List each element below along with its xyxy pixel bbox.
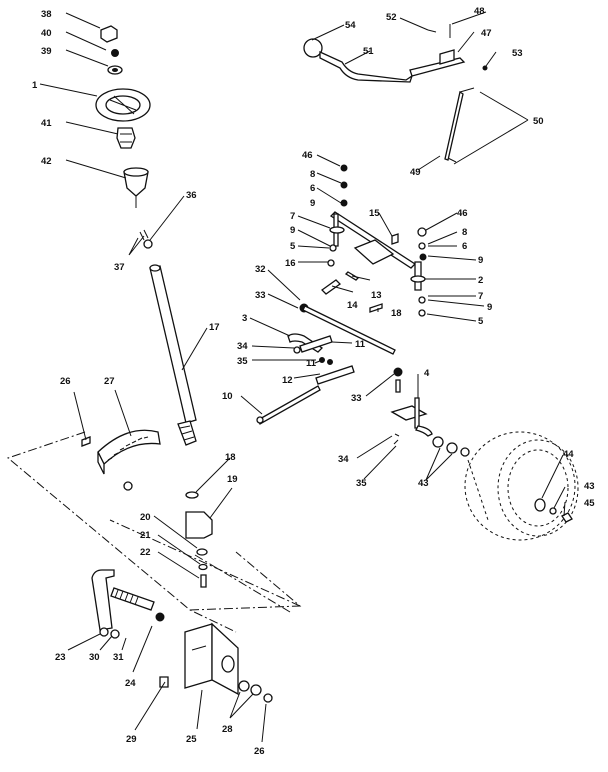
callout-8a: 8 — [310, 169, 315, 180]
reference-lines — [6, 431, 302, 633]
callout-26a: 26 — [60, 376, 71, 387]
callout-15: 15 — [369, 208, 380, 219]
callout-14: 14 — [347, 300, 358, 311]
callout-6a: 6 — [310, 183, 315, 194]
callout-21: 21 — [140, 530, 151, 541]
drag-link-part — [302, 305, 396, 355]
callout-4: 4 — [424, 368, 430, 379]
callout-2: 2 — [478, 275, 483, 286]
gear-box-part — [185, 511, 213, 539]
steering-shaft-assembly — [139, 229, 213, 588]
callout-7a: 7 — [290, 211, 295, 222]
callout-10: 10 — [222, 391, 233, 402]
callout-48: 48 — [474, 6, 485, 17]
callout-22: 22 — [140, 547, 151, 558]
callout-5b: 5 — [478, 316, 484, 327]
callout-35b: 35 — [356, 478, 367, 489]
callout-9b: 9 — [290, 225, 295, 236]
adapter-part — [116, 127, 136, 149]
callout-50: 50 — [533, 116, 544, 127]
spindle-assembly — [390, 397, 470, 457]
callout-35a: 35 — [237, 356, 248, 367]
callout-37: 37 — [114, 262, 125, 273]
callout-19: 19 — [227, 474, 238, 485]
callout-52: 52 — [386, 12, 397, 23]
callout-30: 30 — [89, 652, 100, 663]
callout-17: 17 — [209, 322, 220, 333]
callout-1: 1 — [32, 80, 38, 91]
tie-rod-part — [257, 385, 321, 425]
callout-29: 29 — [126, 734, 137, 745]
callout-45: 45 — [584, 498, 595, 509]
callout-13: 13 — [371, 290, 382, 301]
callout-26b: 26 — [254, 746, 265, 757]
callout-11b: 11 — [355, 339, 366, 350]
steering-wheel-assembly — [95, 25, 151, 208]
callout-39: 39 — [41, 46, 52, 57]
callout-51: 51 — [363, 46, 374, 57]
callout-42: 42 — [41, 156, 52, 167]
callout-3: 3 — [242, 313, 247, 324]
callout-38: 38 — [41, 9, 52, 20]
callout-33a: 33 — [255, 290, 266, 301]
steering-arm-assembly — [256, 303, 403, 425]
callout-49: 49 — [410, 167, 421, 178]
cap-part — [100, 25, 118, 43]
callout-40: 40 — [41, 28, 52, 39]
axle-assembly — [320, 164, 427, 317]
callout-11a: 11 — [306, 358, 317, 369]
callout-18b: 18 — [391, 308, 402, 319]
callout-25: 25 — [186, 734, 197, 745]
callout-20: 20 — [140, 512, 151, 523]
knob-part — [303, 38, 323, 58]
nut-part — [111, 49, 119, 57]
callout-31: 31 — [113, 652, 124, 663]
callout-43b: 43 — [584, 481, 595, 492]
callout-6b: 6 — [462, 241, 467, 252]
callout-36: 36 — [186, 190, 197, 201]
front-wheel — [464, 431, 579, 541]
callout-27: 27 — [104, 376, 115, 387]
callout-46a: 46 — [302, 150, 313, 161]
callout-7b: 7 — [478, 291, 483, 302]
callout-23: 23 — [55, 652, 66, 663]
callout-12: 12 — [282, 375, 293, 386]
lift-lever-assembly — [303, 24, 488, 83]
callout-9d: 9 — [487, 302, 492, 313]
bearing-part — [185, 491, 199, 499]
callout-9a: 9 — [310, 198, 315, 209]
lift-link-assembly — [444, 87, 475, 163]
callout-46b: 46 — [457, 208, 468, 219]
callout-33b: 33 — [351, 393, 362, 404]
callout-32: 32 — [255, 264, 266, 275]
callout-24: 24 — [125, 678, 136, 689]
bolt-part — [200, 574, 207, 588]
sector-gear — [81, 429, 161, 491]
callout-5a: 5 — [290, 241, 296, 252]
callout-47: 47 — [481, 28, 492, 39]
bushing-part — [143, 239, 153, 249]
bracket-assembly — [159, 622, 273, 703]
callout-53: 53 — [512, 48, 523, 59]
callout-9c: 9 — [478, 255, 483, 266]
callout-54: 54 — [345, 20, 356, 31]
callout-18a: 18 — [225, 452, 236, 463]
callout-41: 41 — [41, 118, 52, 129]
callout-44: 44 — [563, 449, 574, 460]
callout-34a: 34 — [237, 341, 248, 352]
drag-link-assembly — [91, 569, 165, 639]
callout-28: 28 — [222, 724, 233, 735]
callout-8b: 8 — [462, 227, 467, 238]
leader-lines — [39, 11, 566, 743]
callout-labels: 38 40 39 1 41 42 36 37 17 26 27 18 19 20… — [32, 6, 595, 757]
spring-14-part — [320, 279, 342, 295]
callout-16: 16 — [285, 258, 296, 269]
steering-shaft-part — [149, 265, 197, 424]
callout-43a: 43 — [418, 478, 429, 489]
callout-34b: 34 — [338, 454, 349, 465]
